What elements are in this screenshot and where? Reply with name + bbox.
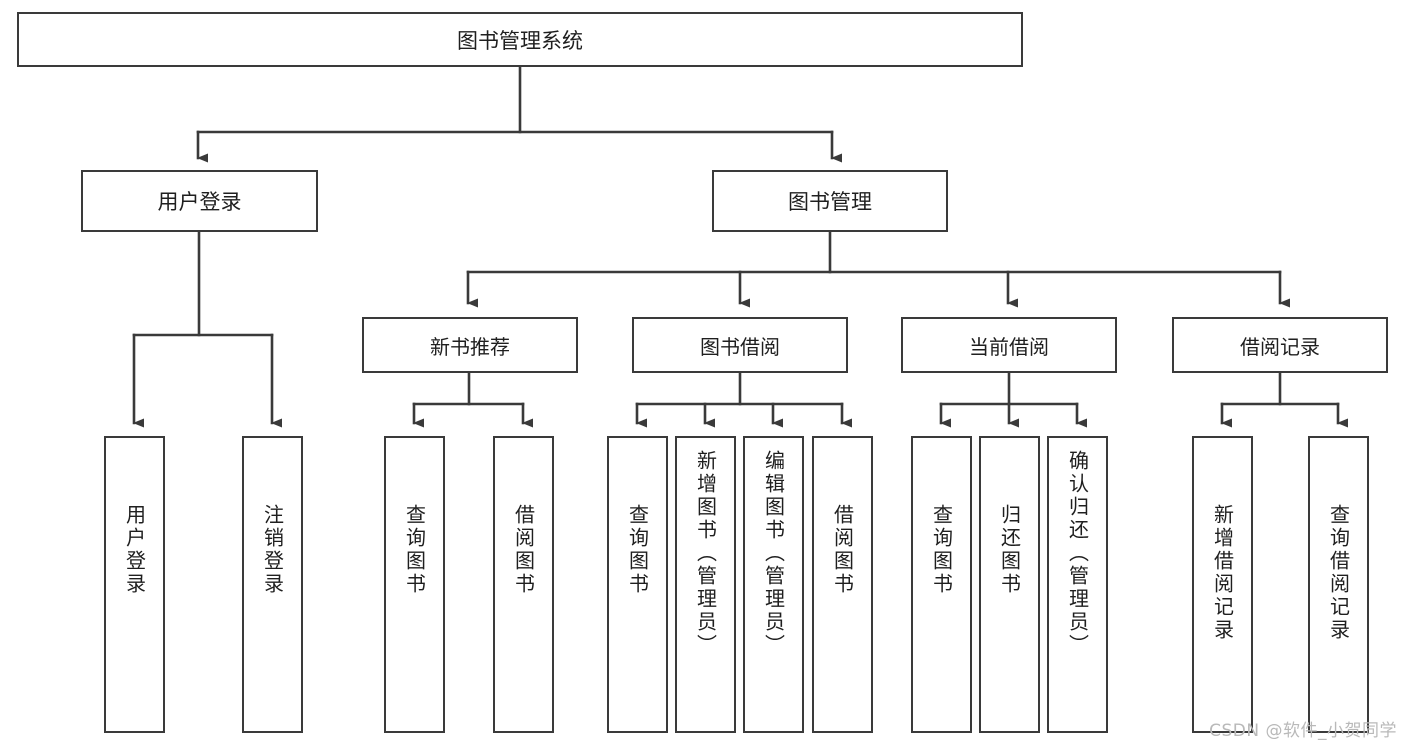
node-user-login[interactable]: 用户登录	[81, 170, 318, 232]
node-leaf-return-book[interactable]: 归还图书	[979, 436, 1040, 733]
node-label: 借阅记录	[1240, 334, 1320, 359]
node-label: 新书推荐	[430, 334, 510, 359]
node-label: 借阅图书	[830, 504, 855, 596]
node-leaf-query-book-borrow[interactable]: 查询图书	[607, 436, 668, 733]
node-new-book-recommendation[interactable]: 新书推荐	[362, 317, 578, 373]
node-label: 注销登录	[260, 504, 285, 596]
node-label: 图书管理	[788, 190, 872, 214]
node-label: 确认归还（管理员）	[1065, 450, 1090, 657]
node-book-management[interactable]: 图书管理	[712, 170, 948, 232]
node-label: 查询图书	[402, 504, 427, 596]
node-leaf-query-book-new[interactable]: 查询图书	[384, 436, 445, 733]
node-leaf-query-borrow-record[interactable]: 查询借阅记录	[1308, 436, 1369, 733]
node-label: 编辑图书（管理员）	[761, 450, 786, 657]
node-label: 查询借阅记录	[1326, 504, 1351, 642]
node-leaf-edit-book-admin[interactable]: 编辑图书（管理员）	[743, 436, 804, 733]
node-leaf-borrow-book-borrow[interactable]: 借阅图书	[812, 436, 873, 733]
node-label: 图书管理系统	[457, 28, 583, 53]
node-label: 查询图书	[625, 504, 650, 596]
node-leaf-confirm-return-admin[interactable]: 确认归还（管理员）	[1047, 436, 1108, 733]
node-book-borrow[interactable]: 图书借阅	[632, 317, 848, 373]
node-label: 借阅图书	[511, 504, 536, 596]
node-label: 图书借阅	[700, 334, 780, 359]
node-label: 当前借阅	[969, 334, 1049, 359]
node-leaf-borrow-book-new[interactable]: 借阅图书	[493, 436, 554, 733]
node-leaf-user-logout[interactable]: 注销登录	[242, 436, 303, 733]
node-label: 新增借阅记录	[1210, 504, 1235, 642]
node-label: 用户登录	[157, 190, 242, 214]
node-label: 归还图书	[997, 504, 1022, 596]
node-label: 用户登录	[122, 504, 147, 596]
node-leaf-query-book-current[interactable]: 查询图书	[911, 436, 972, 733]
node-leaf-user-login[interactable]: 用户登录	[104, 436, 165, 733]
node-leaf-add-borrow-record[interactable]: 新增借阅记录	[1192, 436, 1253, 733]
node-label: 新增图书（管理员）	[693, 450, 718, 657]
node-current-borrow[interactable]: 当前借阅	[901, 317, 1117, 373]
node-label: 查询图书	[929, 504, 954, 596]
node-root-book-management-system[interactable]: 图书管理系统	[17, 12, 1023, 67]
node-leaf-add-book-admin[interactable]: 新增图书（管理员）	[675, 436, 736, 733]
node-borrow-record[interactable]: 借阅记录	[1172, 317, 1388, 373]
watermark: CSDN @软件_小贺同学	[1209, 721, 1397, 741]
